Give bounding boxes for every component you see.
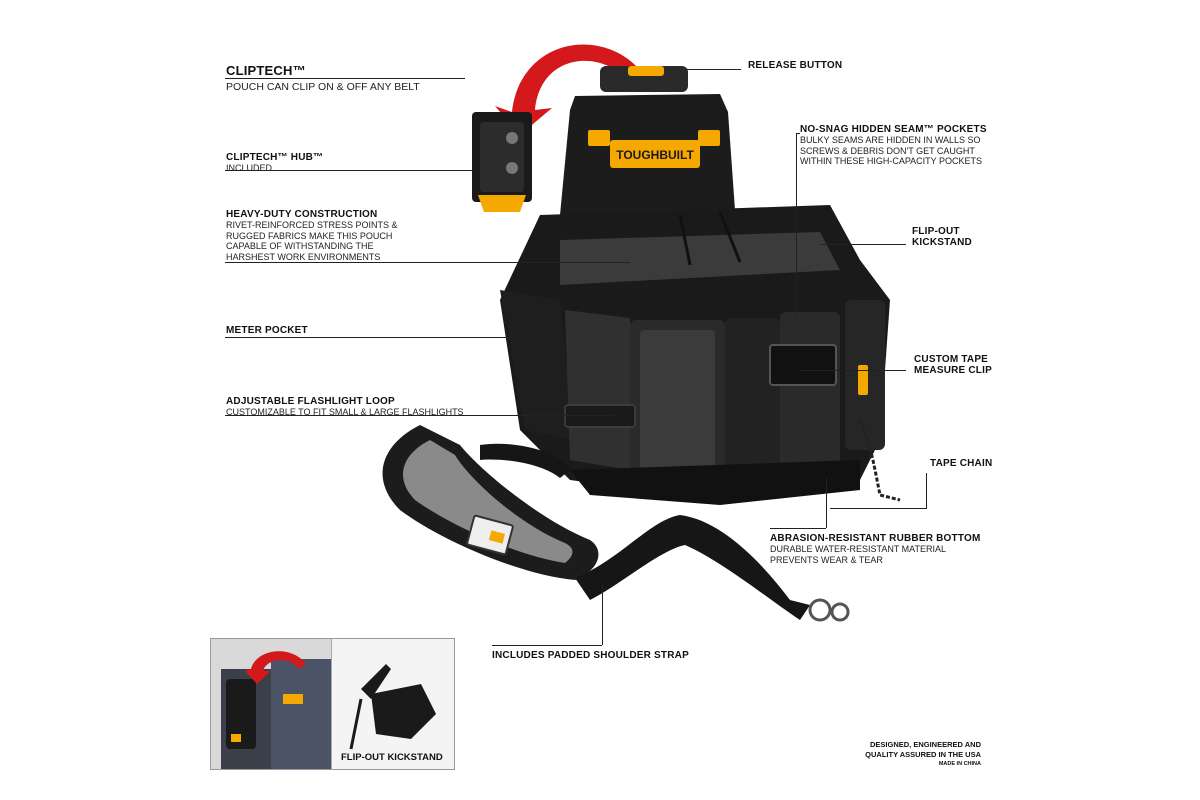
callout-hub-desc: INCLUDED (226, 163, 273, 173)
callout-bottom-title: ABRASION-RESISTANT RUBBER BOTTOM (770, 533, 981, 544)
callout-heavy-title: HEAVY-DUTY CONSTRUCTION (226, 209, 378, 220)
callout-kickstand-title: FLIP-OUT KICKSTAND (912, 226, 972, 248)
callout-cliptech-title: CLIPTECH™ (226, 63, 306, 78)
callout-meter-title: METER POCKET (226, 325, 308, 336)
leader-heavy (225, 262, 630, 263)
footer-line1: DESIGNED, ENGINEERED AND QUALITY ASSURED… (865, 740, 981, 759)
callout-tapeclip-title: CUSTOM TAPE MEASURE CLIP (914, 354, 992, 376)
leader-bottom-h (770, 528, 826, 529)
callout-tapechain: TAPE CHAIN (930, 458, 992, 469)
callout-nosnag: NO-SNAG HIDDEN SEAM™ POCKETS BULKY SEAMS… (800, 124, 987, 167)
leader-strap-h (492, 645, 602, 646)
callout-nosnag-desc: BULKY SEAMS ARE HIDDEN IN WALLS SO SCREW… (800, 135, 983, 166)
callout-cliptech: CLIPTECH™ POUCH CAN CLIP ON & OFF ANY BE… (226, 63, 420, 94)
callout-kickstand: FLIP-OUT KICKSTAND (912, 226, 972, 248)
leader-tapeclip (800, 370, 906, 371)
leader-bottom-v (826, 478, 827, 528)
callout-strap-title: INCLUDES PADDED SHOULDER STRAP (492, 650, 689, 661)
leader-hub (225, 170, 472, 171)
callout-release: RELEASE BUTTON (748, 60, 842, 71)
callout-flashlight-title: ADJUSTABLE FLASHLIGHT LOOP (226, 396, 395, 407)
callout-hub: CLIPTECH™ HUB™ INCLUDED (226, 152, 323, 174)
inset-illustration (211, 639, 436, 769)
callout-release-title: RELEASE BUTTON (748, 60, 843, 71)
leader-tapechain-v (926, 473, 927, 509)
callout-tapeclip: CUSTOM TAPE MEASURE CLIP (914, 354, 992, 376)
callout-cliptech-desc: POUCH CAN CLIP ON & OFF ANY BELT (226, 81, 420, 93)
leader-tapechain-h (830, 508, 926, 509)
red-arrow-icon (495, 44, 640, 135)
callout-flashlight: ADJUSTABLE FLASHLIGHT LOOP CUSTOMIZABLE … (226, 396, 464, 418)
callout-flashlight-desc: CUSTOMIZABLE TO FIT SMALL & LARGE FLASHL… (226, 407, 464, 417)
leader-strap-v (602, 585, 603, 645)
footer-line2: MADE IN CHINA (938, 761, 981, 767)
callout-bottom-desc: DURABLE WATER-RESISTANT MATERIAL PREVENT… (770, 544, 947, 565)
cliptech-hub (472, 112, 532, 212)
callout-strap: INCLUDES PADDED SHOULDER STRAP (492, 650, 689, 661)
callout-meter: METER POCKET (226, 325, 308, 336)
leader-release (686, 69, 741, 70)
brand-logo: TOUGHBUILT (616, 148, 694, 162)
inset-photo-panel (210, 638, 455, 770)
callout-tapechain-title: TAPE CHAIN (930, 458, 993, 469)
callout-hub-title: CLIPTECH™ HUB™ (226, 152, 324, 163)
footer-note: DESIGNED, ENGINEERED AND QUALITY ASSURED… (865, 740, 981, 769)
leader-nosnag-h (796, 133, 800, 134)
callout-nosnag-title: NO-SNAG HIDDEN SEAM™ POCKETS (800, 124, 987, 135)
leader-kickstand (820, 244, 906, 245)
callout-heavy-desc: RIVET-REINFORCED STRESS POINTS & RUGGED … (226, 220, 398, 262)
leader-cliptech (225, 78, 465, 79)
leader-flashlight (225, 415, 613, 416)
leader-meter (225, 337, 555, 338)
inset-label: FLIP-OUT KICKSTAND (341, 752, 443, 763)
callout-bottom: ABRASION-RESISTANT RUBBER BOTTOM DURABLE… (770, 533, 980, 565)
inset-red-arrow-icon (245, 651, 306, 684)
leader-nosnag-v (796, 133, 797, 318)
inset-kickstand-bag (349, 664, 436, 750)
callout-heavy: HEAVY-DUTY CONSTRUCTION RIVET-REINFORCED… (226, 209, 398, 262)
